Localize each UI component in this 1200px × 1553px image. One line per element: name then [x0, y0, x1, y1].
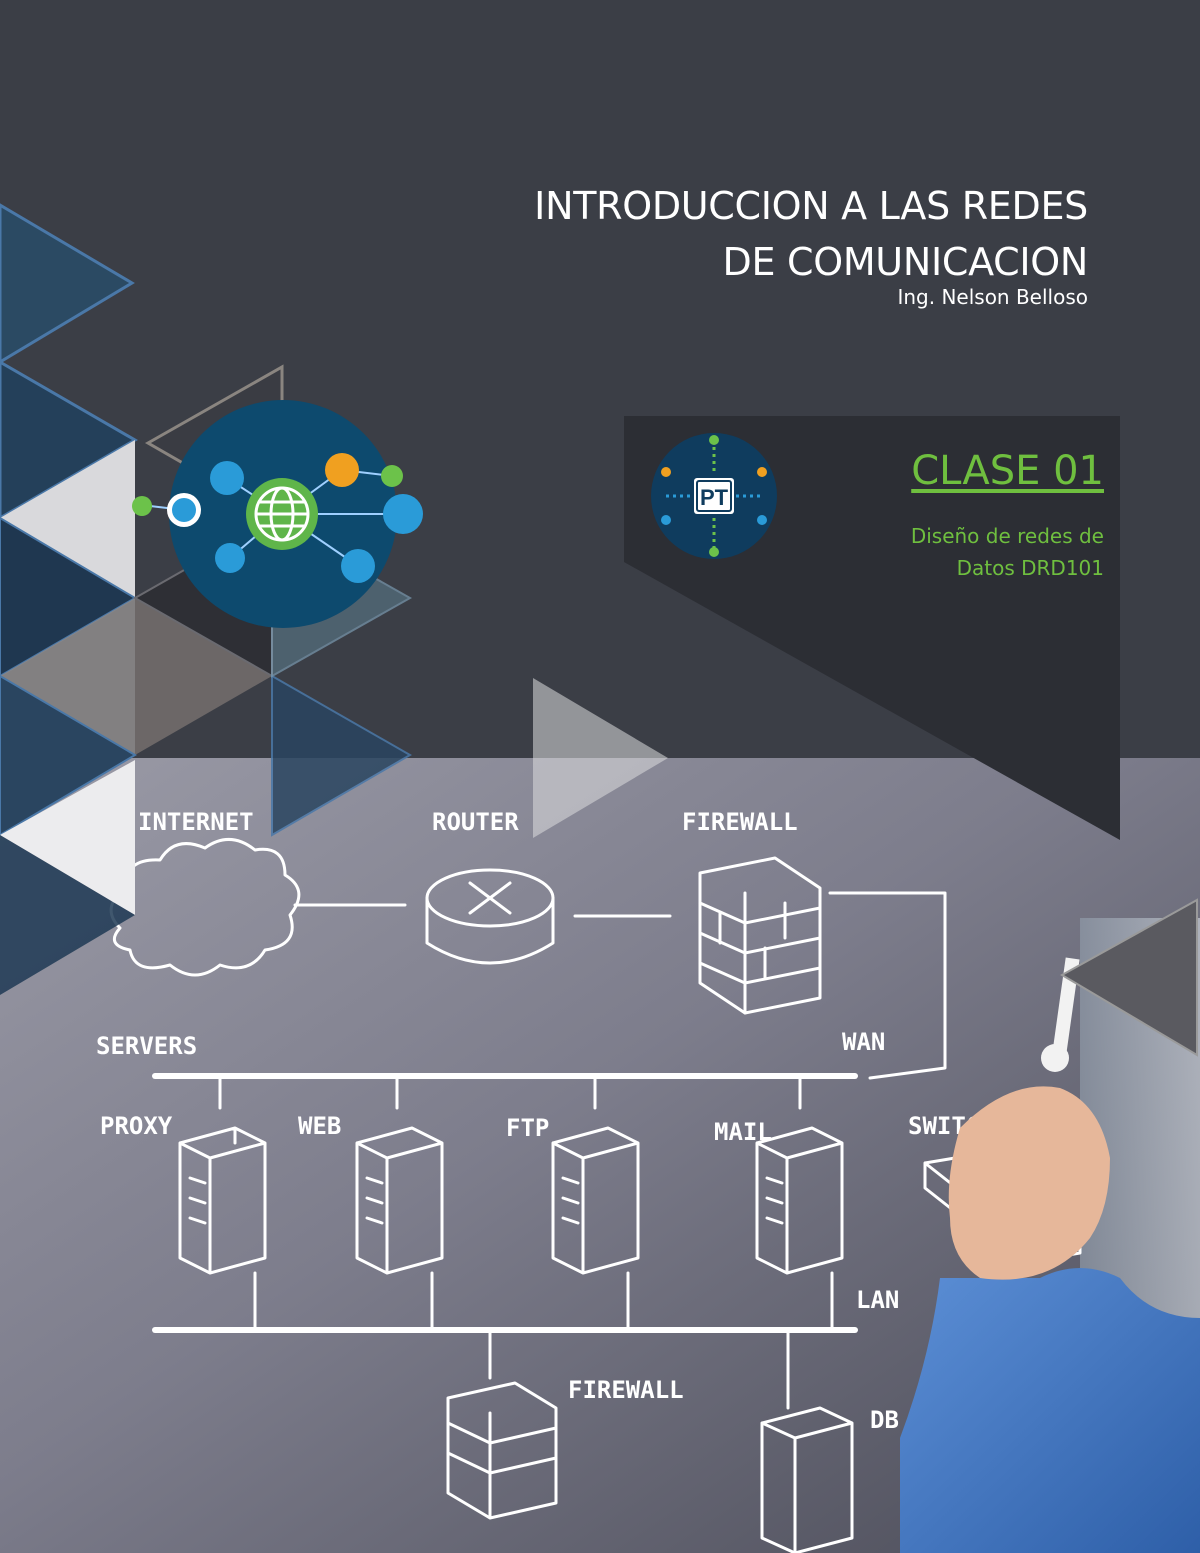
label-router: ROUTER	[432, 808, 519, 836]
class-subtitle-line-2: Datos DRD101	[956, 556, 1104, 580]
label-wan: WAN	[842, 1028, 885, 1056]
cloud-icon	[109, 838, 301, 977]
server-icons	[178, 1126, 844, 1275]
label-mail: MAIL	[714, 1118, 772, 1146]
class-subtitle: Diseño de redes de Datos DRD101	[844, 520, 1104, 584]
packet-tracer-logo-icon: PT	[651, 433, 777, 559]
network-globe-icon	[132, 400, 423, 628]
title-block: INTRODUCCION A LAS REDES DE COMUNICACION…	[534, 178, 1088, 308]
label-db: DB	[870, 1406, 899, 1434]
logo-text: PT	[700, 485, 729, 510]
hand-image	[900, 957, 1200, 1553]
label-firewall-bottom: FIREWALL	[568, 1376, 684, 1404]
page-title-line-1: INTRODUCCION A LAS REDES	[534, 184, 1088, 228]
label-firewall-top: FIREWALL	[682, 808, 798, 836]
page-title-line-2: DE COMUNICACION	[722, 240, 1089, 284]
label-internet: INTERNET	[138, 808, 254, 836]
label-lan: LAN	[856, 1286, 899, 1314]
label-web: WEB	[298, 1112, 341, 1140]
label-servers: SERVERS	[96, 1032, 197, 1060]
class-title: CLASE 01	[911, 448, 1104, 494]
label-ftp: FTP	[506, 1114, 549, 1142]
label-proxy: PROXY	[100, 1112, 173, 1140]
author-name: Ing. Nelson Belloso	[897, 285, 1088, 309]
class-subtitle-line-1: Diseño de redes de	[910, 524, 1104, 548]
